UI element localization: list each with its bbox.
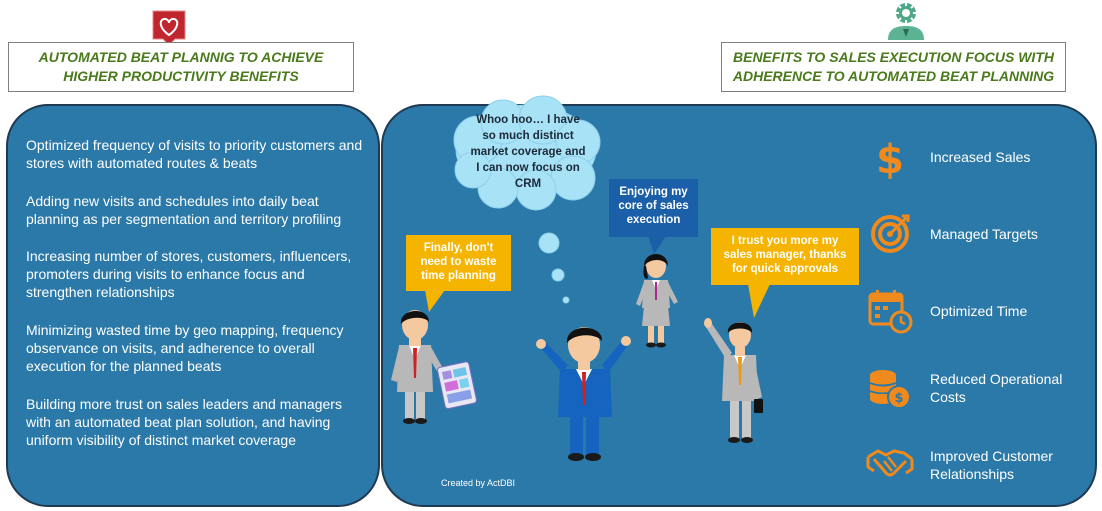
businessman-celebrating (536, 327, 631, 461)
callout-trust: I trust you more my sales manager, thank… (711, 228, 859, 285)
benefit-item: Optimized Time (866, 279, 1096, 343)
right-section-title: BENEFITS TO SALES EXECUTION FOCUS WITH A… (721, 42, 1066, 92)
credit-text: Created by ActDBI (441, 478, 516, 488)
benefit-item: Improved Customer Relationships (866, 433, 1096, 497)
callout-finally: Finally, don't need to waste time planni… (406, 235, 511, 291)
left-section-title: AUTOMATED BEAT PLANNIG TO ACHIEVE HIGHER… (8, 42, 354, 92)
callout-tail (748, 284, 770, 318)
benefit-label: Optimized Time (930, 303, 1028, 319)
benefit-label: Increased Sales (930, 149, 1031, 165)
benefit-item: Managed Targets (866, 202, 1096, 266)
productivity-point: Optimized frequency of visits to priorit… (26, 137, 363, 171)
svg-text:$: $ (894, 391, 903, 406)
benefit-item: $ Increased Sales (866, 125, 1096, 189)
productivity-point: Minimizing wasted time by geo mapping, f… (26, 322, 344, 374)
productivity-point: Increasing number of stores, customers, … (26, 248, 352, 300)
productivity-point: Building more trust on sales leaders and… (26, 396, 342, 448)
productivity-point: Adding new visits and schedules into dai… (26, 193, 342, 227)
target-icon (871, 214, 910, 253)
callout-tail (425, 290, 445, 312)
benefit-label: Improved Customer Relationships (930, 448, 1053, 482)
dollar-icon: $ (876, 137, 904, 183)
person-gear-icon (888, 3, 924, 40)
svg-text:$: $ (876, 137, 904, 183)
benefit-label: Reduced Operational Costs (930, 371, 1063, 405)
cloud-speech: Whoo hoo… I have so much distinct market… (470, 114, 586, 190)
businessman-pointing (704, 318, 763, 443)
calendar-clock-icon (868, 290, 913, 334)
businessman-with-tablet (391, 310, 477, 424)
productivity-panel: Optimized frequency of visits to priorit… (6, 104, 380, 507)
coins-icon: $ (869, 370, 911, 409)
handshake-icon (866, 449, 914, 477)
callout-enjoying: Enjoying my core of sales execution (609, 179, 698, 237)
benefit-label: Managed Targets (930, 226, 1038, 242)
productivity-list: Optimized frequency of visits to priorit… (26, 136, 368, 469)
benefit-item: $ Reduced Operational Costs (866, 356, 1096, 420)
callout-tail (648, 236, 666, 254)
thought-cloud (453, 95, 601, 304)
benefits-list: $ Increased Sales Managed Targets (866, 125, 1096, 510)
businesswoman (636, 254, 678, 348)
